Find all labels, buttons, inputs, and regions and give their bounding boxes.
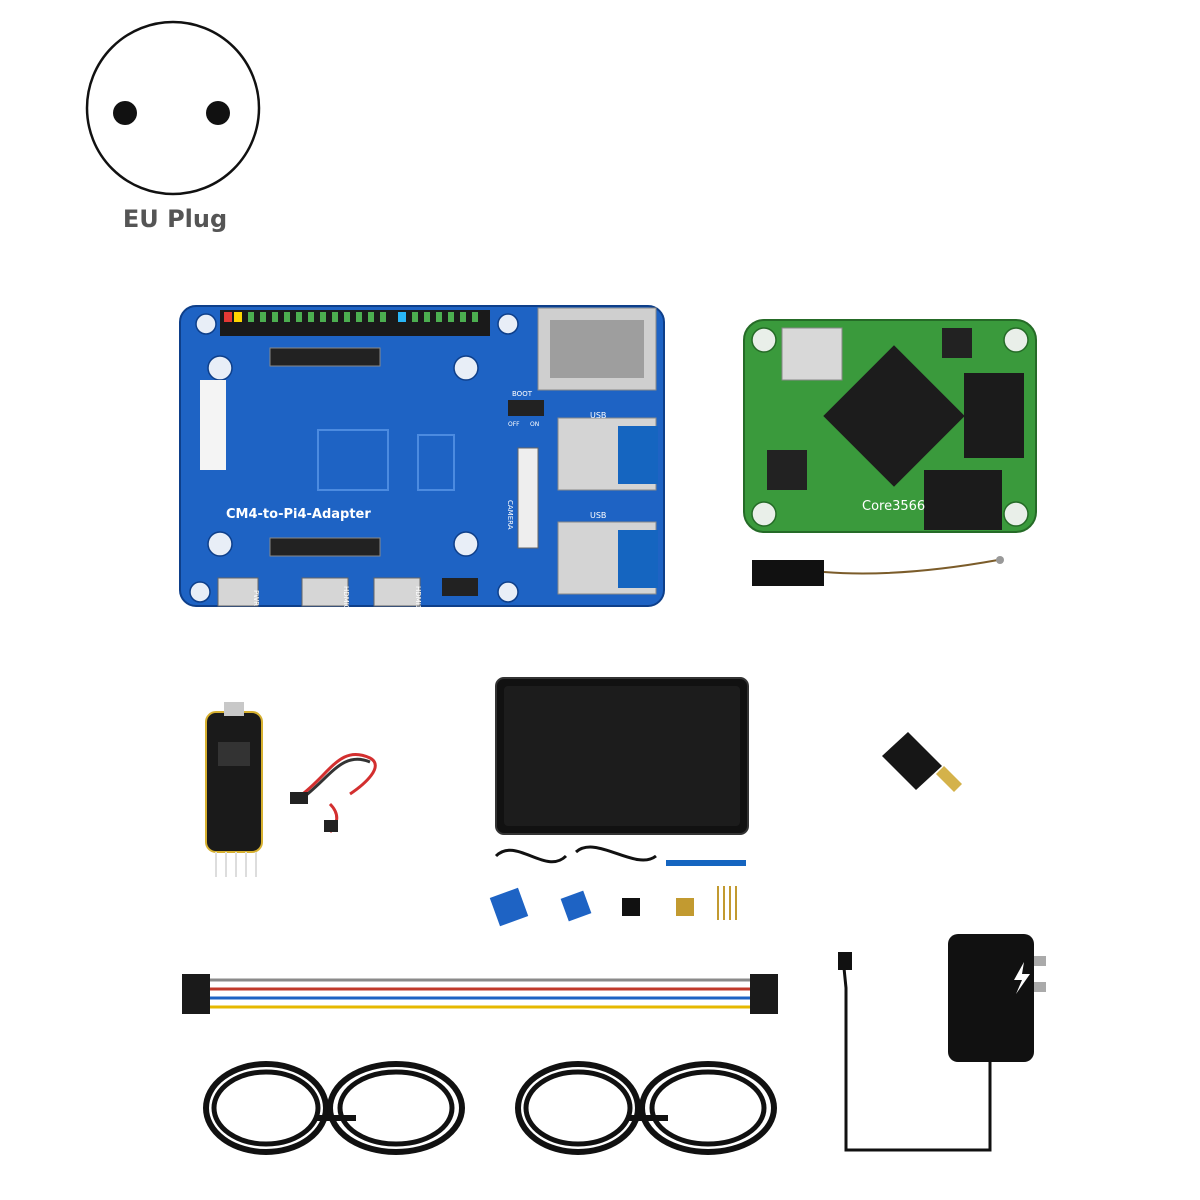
module-name: Core3566 [862, 499, 925, 514]
hdmi0-label: HDMI0 [342, 586, 350, 609]
pwr-label: PWR [252, 590, 260, 606]
on-label: ON [530, 421, 539, 428]
hdmi1-label: HDMI1 [414, 586, 422, 609]
camera-label: CAMERA [506, 500, 514, 530]
display-accessories [489, 845, 746, 927]
power-adapter [838, 934, 1046, 1152]
coiled-cable-left [203, 1061, 465, 1155]
hdmi-adapter [882, 732, 962, 792]
adapter-board: CM4-to-Pi4-Adapter USB USB BOOT OFF ON C… [179, 305, 665, 609]
adapter-name: CM4-to-Pi4-Adapter [226, 507, 371, 522]
boot-label: BOOT [512, 390, 533, 398]
dupont-cable-short [290, 752, 377, 834]
usb-top-label: USB [590, 411, 606, 420]
usb-bottom-label: USB [590, 511, 606, 520]
wifi-antenna [752, 556, 1004, 586]
jumper-wires [182, 974, 778, 1014]
gpio-header [220, 310, 490, 336]
usb-ttl-adapter [205, 702, 263, 877]
off-label: OFF [508, 421, 520, 428]
plug-label: EU Plug [122, 205, 228, 233]
core-module: Core3566 [743, 319, 1037, 533]
coiled-cable-right [515, 1061, 777, 1155]
touch-display [495, 677, 749, 835]
eu-plug-icon [85, 20, 261, 196]
